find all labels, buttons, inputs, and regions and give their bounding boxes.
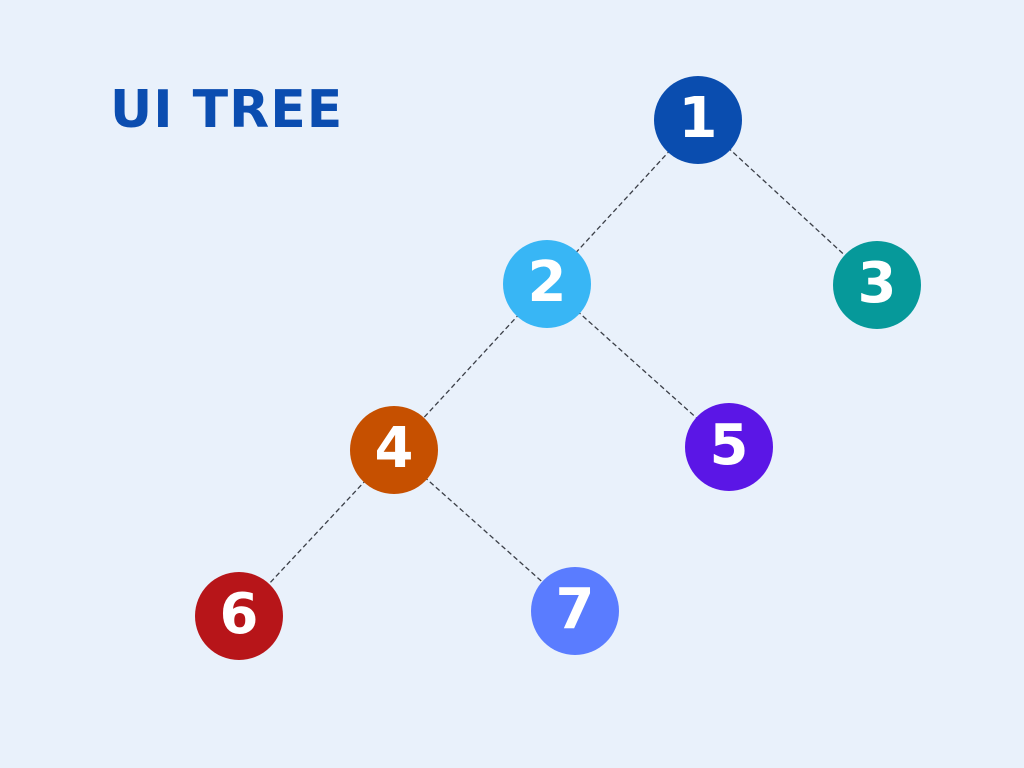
- tree-node-7: 7: [531, 567, 619, 655]
- tree-node-7-label: 7: [555, 577, 595, 642]
- tree-node-5-label: 5: [709, 413, 749, 478]
- tree-node-5: 5: [685, 403, 773, 491]
- tree-node-2-label: 2: [527, 250, 567, 315]
- diagram-title: UI TREE: [110, 80, 344, 140]
- tree-node-1: 1: [654, 76, 742, 164]
- tree-node-1-label: 1: [678, 86, 718, 151]
- edge-4-6: [238, 449, 395, 617]
- tree-node-3: 3: [833, 241, 921, 329]
- tree-node-6: 6: [195, 572, 283, 660]
- tree-node-3-label: 3: [857, 251, 897, 316]
- tree-node-2: 2: [503, 240, 591, 328]
- tree-node-4: 4: [350, 406, 438, 494]
- tree-node-6-label: 6: [219, 582, 259, 647]
- tree-node-4-label: 4: [374, 416, 414, 481]
